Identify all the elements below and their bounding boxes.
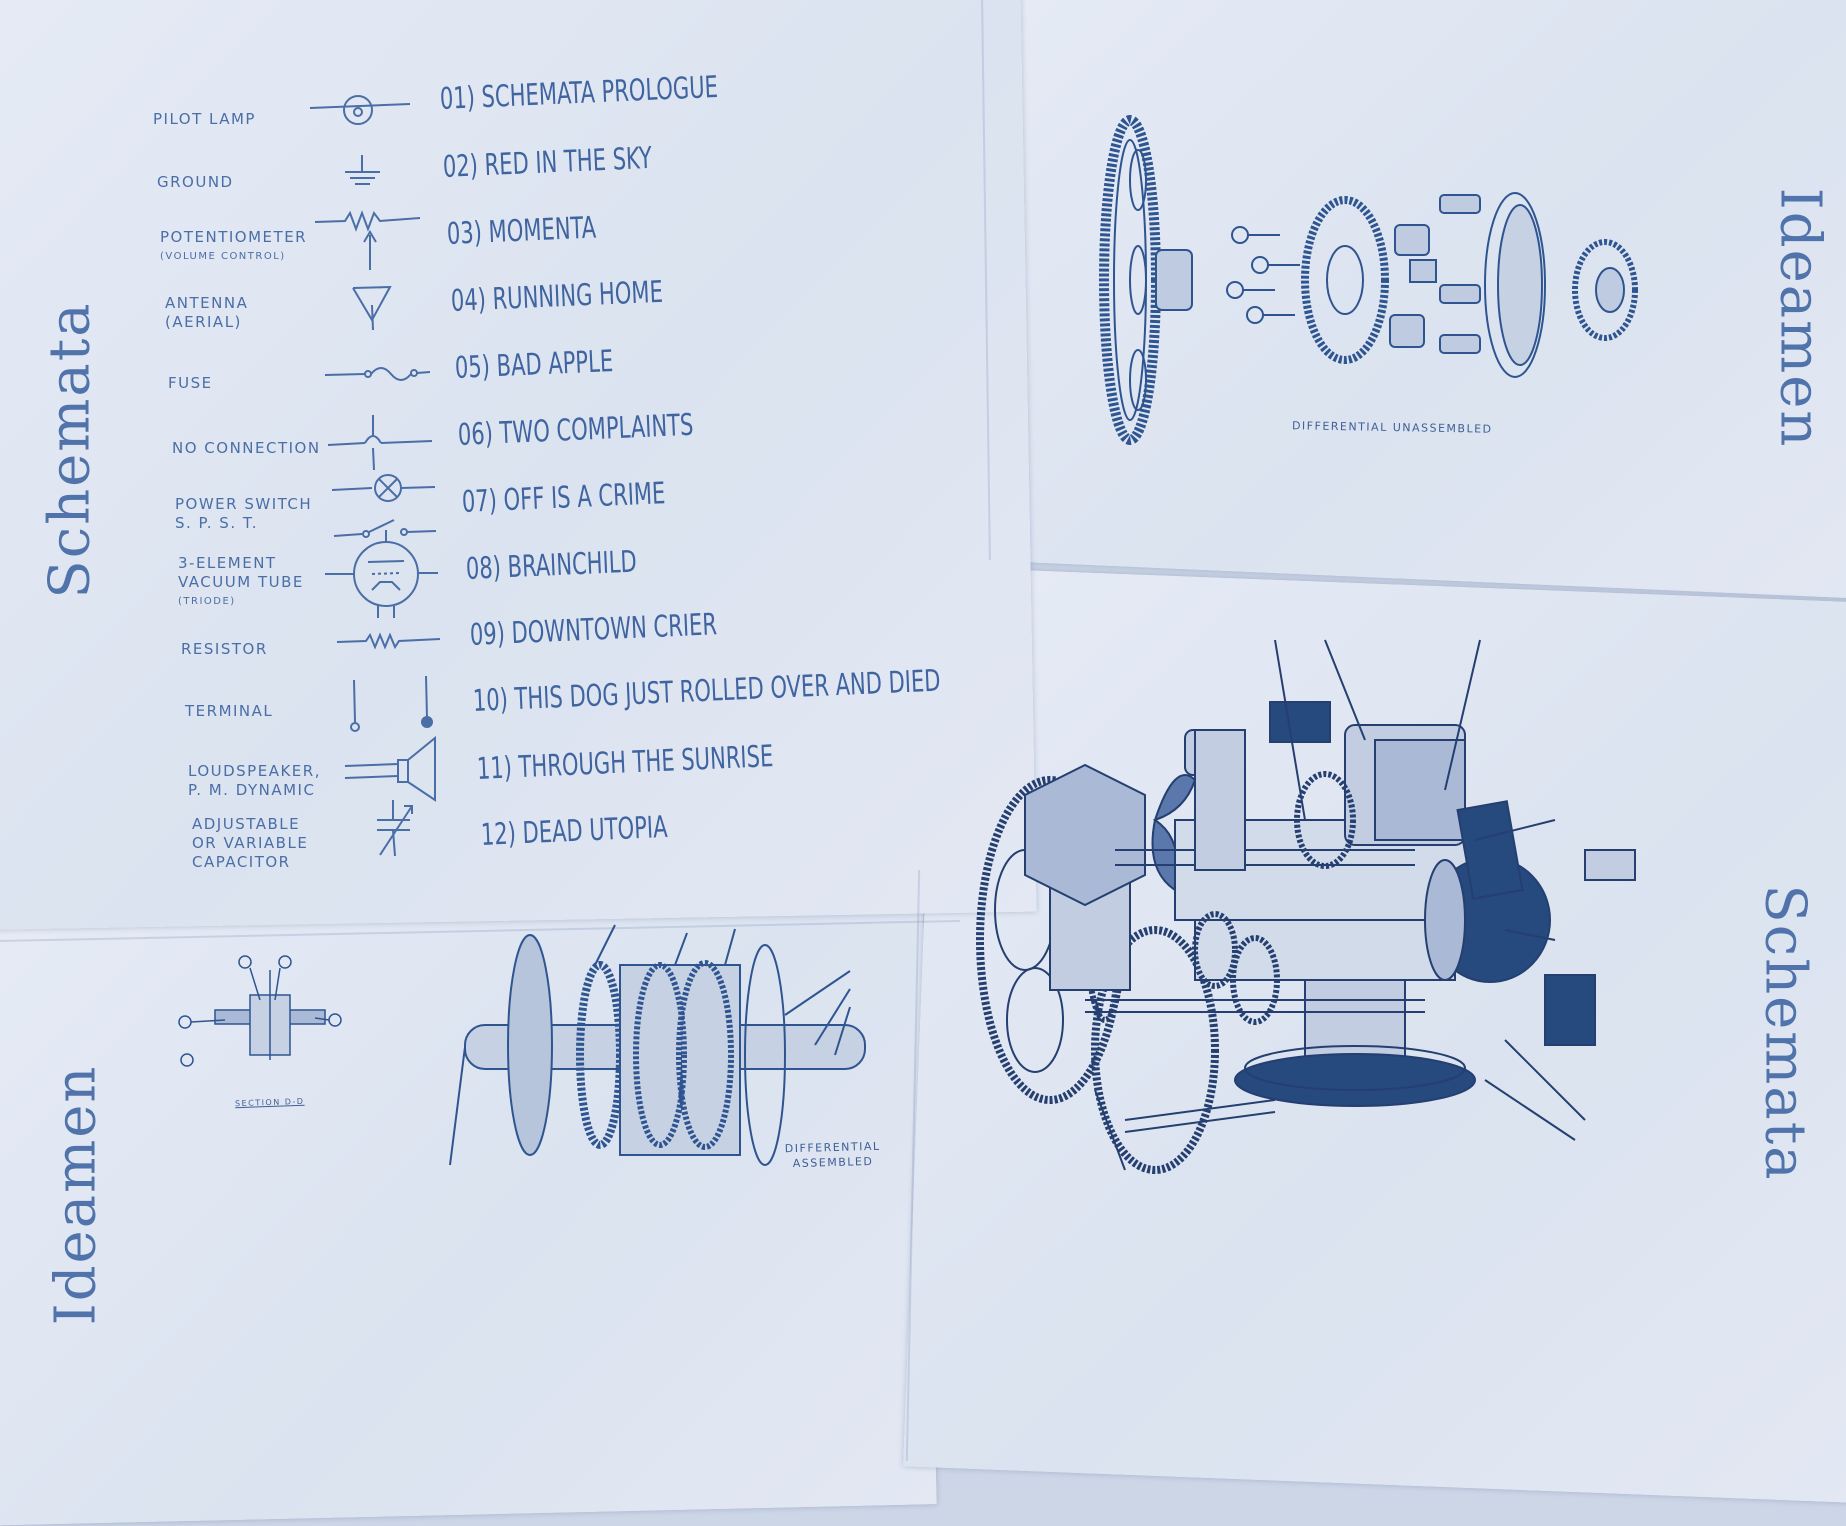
side-title-ideamen-right: Ideamen [1767,187,1833,449]
power-switch-icon [331,474,437,538]
motor-assembly-drawing [976,639,1636,1174]
track-item: 08) BRAINCHILD [465,544,638,587]
side-title-schemata-left: Schemata [37,301,103,599]
legend-symbols [309,95,441,857]
track-item: 03) MOMENTA [446,210,597,252]
screw-icon [1226,226,1300,324]
terminal-icon [350,675,433,732]
variable-capacitor-icon [377,800,413,857]
antenna-icon [352,285,392,331]
side-title-schemata-right: Schemata [1752,884,1818,1182]
differential-assembled-drawing [449,924,866,1166]
fuse-icon [324,367,431,381]
potentiometer-icon [314,210,421,270]
loudspeaker-icon [344,735,436,802]
track-item: 05) BAD APPLE [454,344,614,386]
caption-section: SECTION D-D [234,1096,305,1109]
vacuum-tube-icon [325,530,438,618]
resistor-icon [336,632,441,650]
side-title-ideamen-left: Ideamen [43,1064,109,1326]
no-connection-icon [327,415,433,471]
section-detail-drawing [178,955,342,1067]
ground-icon [345,155,380,185]
differential-unassembled-drawing [1099,115,1638,445]
pilot-lamp-icon [309,95,411,125]
